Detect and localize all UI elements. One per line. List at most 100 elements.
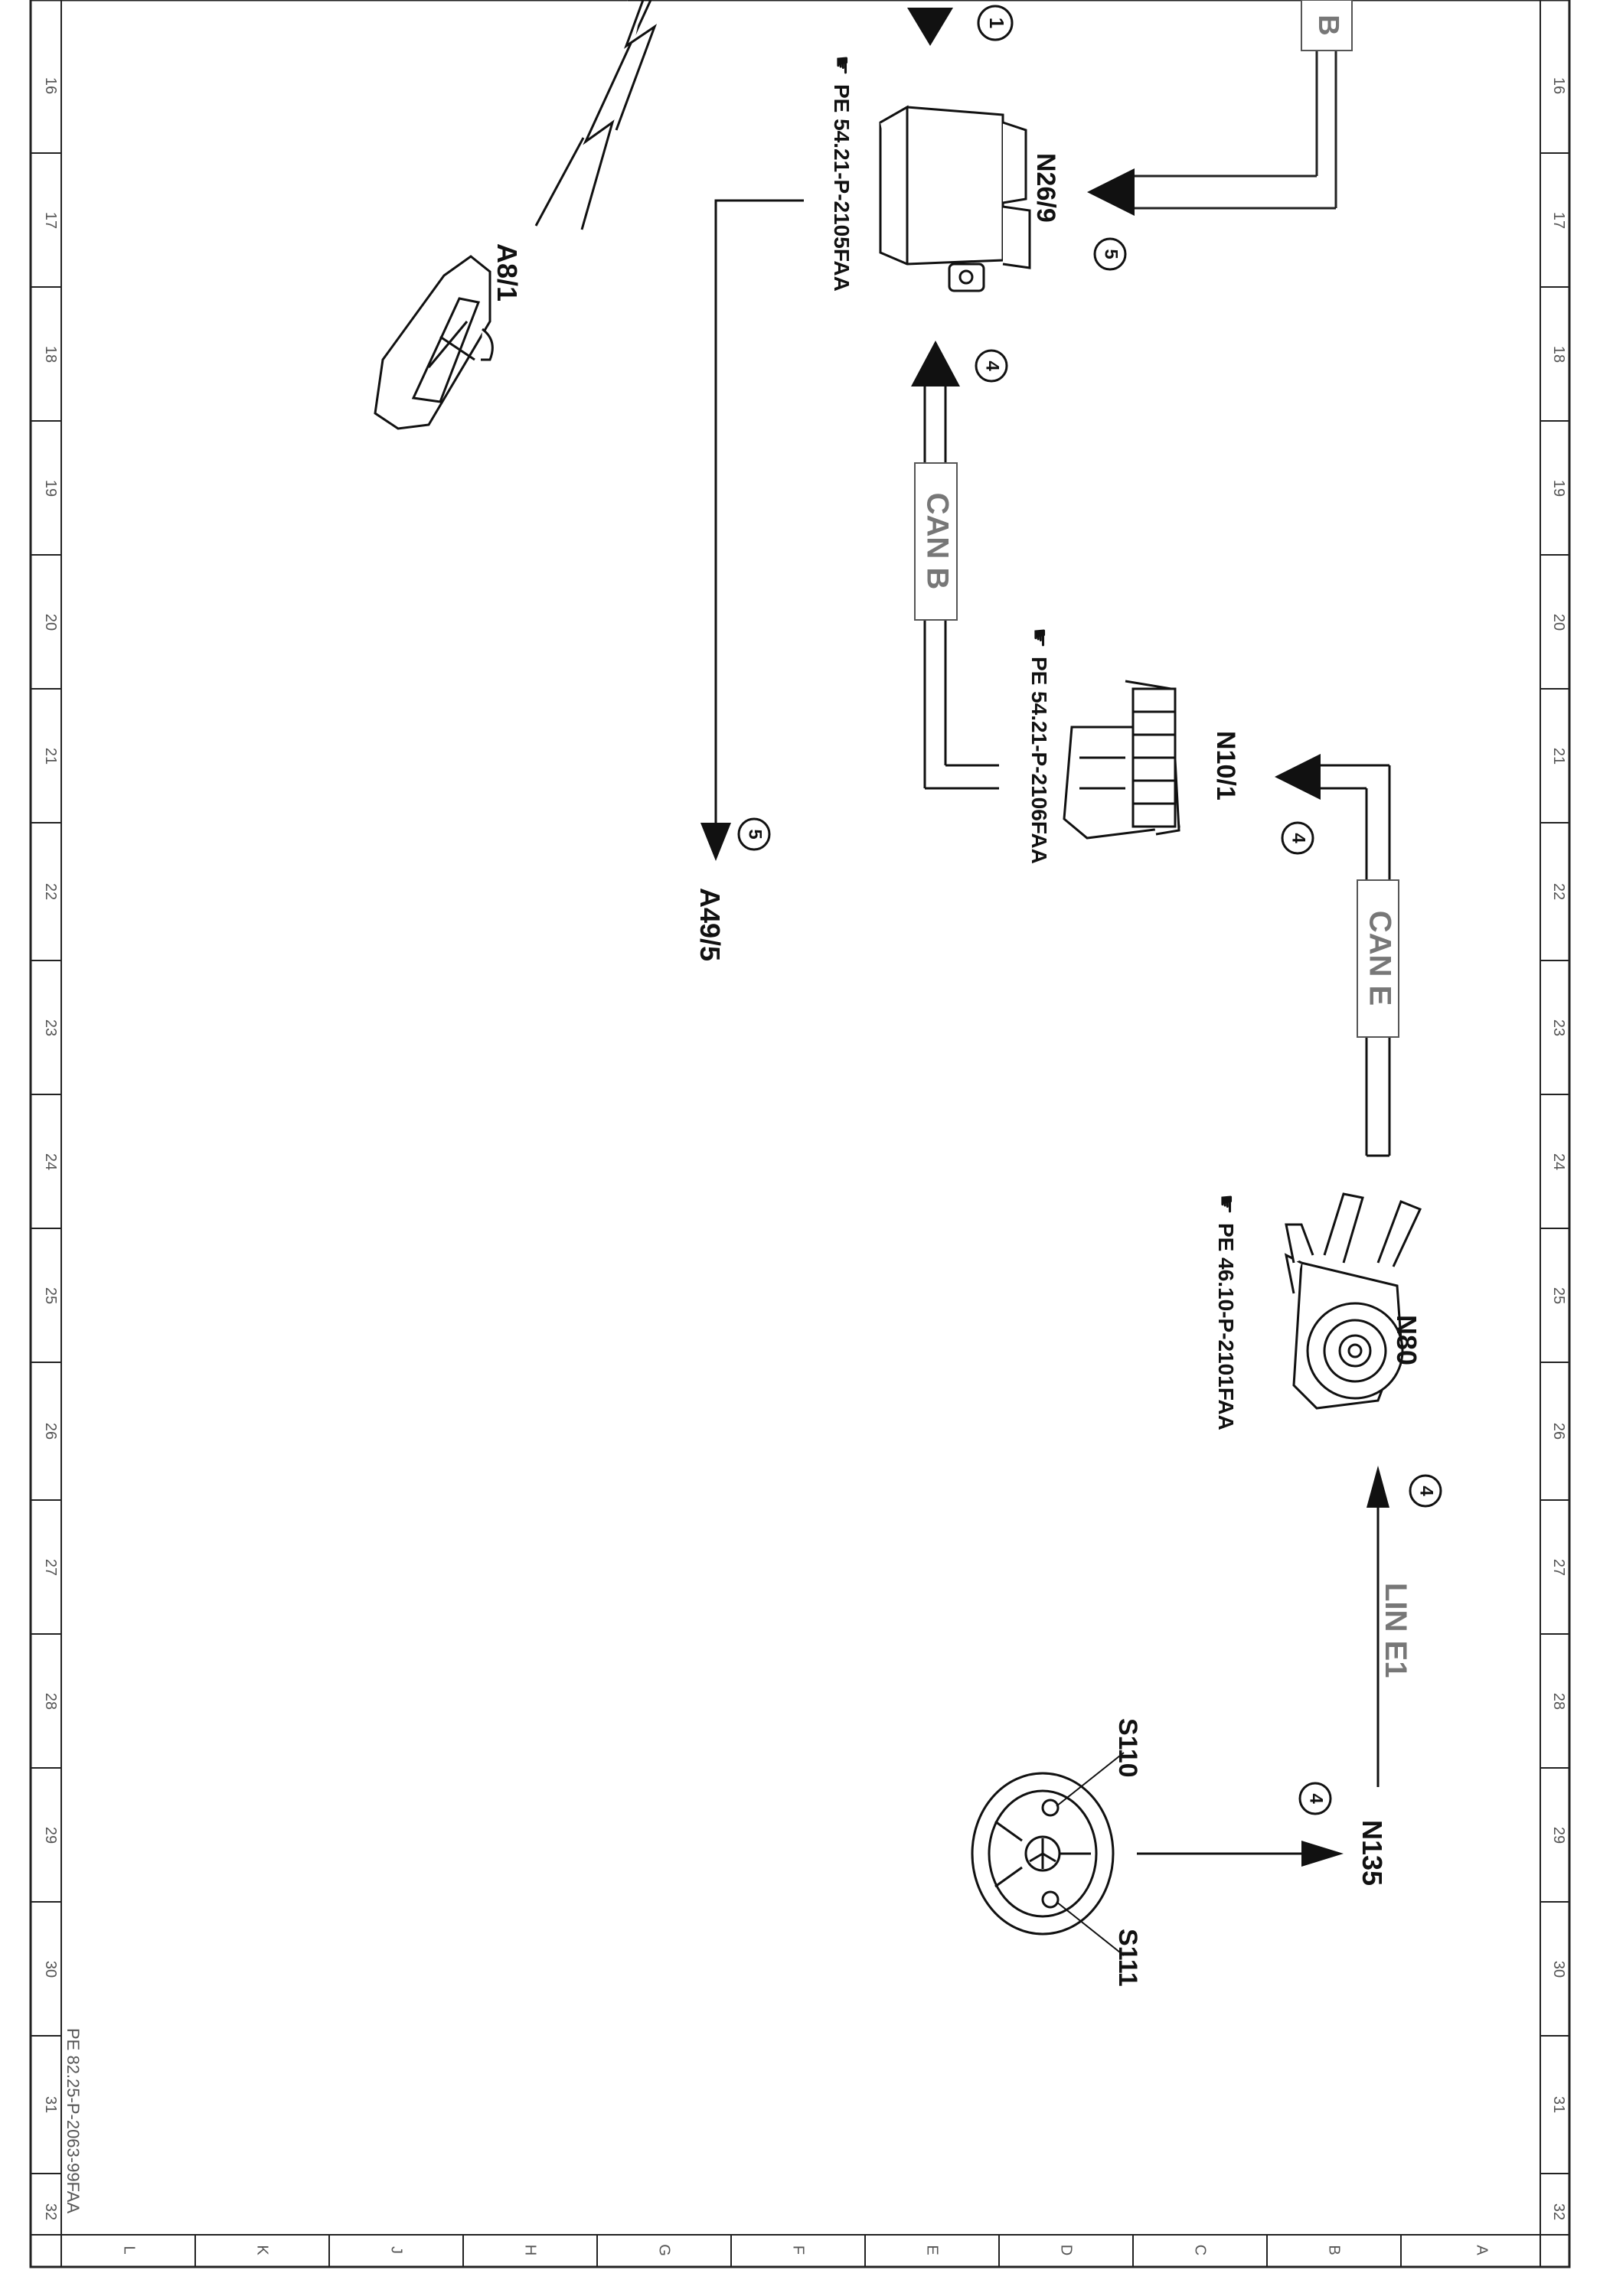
row-label-left: 21: [42, 748, 59, 765]
marker-5: 5: [745, 829, 766, 839]
can-b-top-label: B: [1312, 15, 1344, 35]
marker-circle: [977, 5, 1014, 41]
column-label: D: [1058, 2245, 1075, 2255]
marker-4: 4: [1416, 1486, 1437, 1496]
row-label-right: 16: [1550, 77, 1567, 94]
row-label-right: 26: [1550, 1423, 1567, 1440]
column-label: H: [522, 2245, 539, 2255]
row-label-left: 28: [42, 1693, 59, 1710]
row-label-left: 20: [42, 614, 59, 631]
row-label-left: 17: [42, 212, 59, 229]
row-label-right: 32: [1550, 2203, 1567, 2220]
row-label-right: 28: [1550, 1693, 1567, 1710]
column-label: J: [388, 2246, 405, 2254]
n26-9-module-icon: [879, 105, 1031, 292]
n10-1-label: N10/1: [1211, 731, 1240, 801]
row-label-right: 17: [1550, 212, 1567, 229]
arrow-to-n26-9-from-can-b: [911, 341, 960, 386]
row-label-right: 21: [1550, 748, 1567, 765]
a49-5-label: A49/5: [694, 888, 726, 961]
marker-circle: [1281, 821, 1314, 855]
s110-leader: [1056, 1752, 1125, 1807]
n26-9-label: N26/9: [1031, 153, 1060, 223]
a8-1-label: A8/1: [491, 243, 523, 302]
marker-4: 4: [1306, 1793, 1327, 1804]
row-label-left: 23: [42, 1019, 59, 1036]
row-label-left: 30: [42, 1961, 59, 1978]
can-b-tag: [914, 462, 958, 621]
marker-circle: [737, 817, 771, 851]
arrow-to-n26-9: [1087, 168, 1135, 216]
marker-circle: [1093, 237, 1127, 271]
book-icon: ☛: [1027, 628, 1052, 648]
marker-4: 4: [982, 360, 1003, 371]
arrow-to-n135: [1301, 1841, 1344, 1867]
marker-circle: [1409, 1474, 1442, 1508]
column-label: B: [1326, 2245, 1343, 2255]
sheet-border: [29, 0, 1571, 2268]
s111-leader: [1056, 1901, 1125, 1956]
book-icon: ☛: [1213, 1194, 1239, 1215]
document-id: PE 82.25-P-2063-99FAA: [64, 2028, 83, 2213]
can-b-label: CAN B: [920, 493, 954, 590]
marker-circle: [1298, 1782, 1332, 1815]
steering-wheel-icon: [971, 1772, 1115, 1936]
row-label-right: 30: [1550, 1961, 1567, 1978]
row-label-right: 27: [1550, 1559, 1567, 1576]
column-label: K: [254, 2245, 271, 2255]
row-label-left: 16: [42, 77, 59, 94]
row-label-left: 22: [42, 883, 59, 900]
n10-1-reference: PE 54.21-P-2106FAA: [1027, 657, 1051, 864]
row-label-left: 29: [42, 1827, 59, 1844]
can-e-tag: [1357, 879, 1399, 1038]
row-label-left: 18: [42, 346, 59, 363]
row-label-right: 18: [1550, 346, 1567, 363]
row-label-left: 25: [42, 1287, 59, 1304]
column-label: E: [924, 2245, 941, 2255]
n26-9-reference: PE 54.21-P-2105FAA: [830, 84, 854, 292]
row-label-left: 31: [42, 2096, 59, 2113]
n80-steering-column-icon: [1284, 1192, 1422, 1410]
book-icon: ☛: [829, 55, 854, 76]
arrow-to-a49-5: [700, 823, 731, 861]
row-label-right: 31: [1550, 2096, 1567, 2113]
column-label: F: [790, 2245, 807, 2255]
marker-circle: [975, 349, 1008, 383]
arrow-to-n80: [1367, 1466, 1389, 1508]
column-label: A: [1474, 2245, 1491, 2255]
column-ticks: [194, 2235, 1402, 2267]
row-label-right: 22: [1550, 883, 1567, 900]
lin-e1-label: LIN E1: [1379, 1583, 1412, 1678]
row-label-right: 23: [1550, 1019, 1567, 1036]
arrow-down-marker: [907, 8, 953, 46]
column-label: C: [1192, 2245, 1209, 2255]
column-label: L: [121, 2245, 138, 2254]
n80-label: N80: [1391, 1315, 1422, 1365]
row-label-right: 29: [1550, 1827, 1567, 1844]
n135-label: N135: [1357, 1820, 1388, 1886]
row-label-left: 27: [42, 1559, 59, 1576]
key-fob-icon: [374, 0, 658, 430]
row-label-left: 32: [42, 2203, 59, 2220]
row-label-left: 26: [42, 1423, 59, 1440]
s110-label: S110: [1113, 1718, 1142, 1778]
marker-5: 5: [1101, 249, 1122, 259]
row-ticks: [31, 152, 1569, 2174]
row-label-right: 20: [1550, 614, 1567, 631]
row-label-left: 19: [42, 480, 59, 497]
can-b-top-bus: B: [1133, 0, 1353, 210]
n10-1-module-icon: [1063, 680, 1180, 840]
column-label: G: [656, 2244, 673, 2256]
row-label-right: 25: [1550, 1287, 1567, 1304]
row-label-right: 19: [1550, 480, 1567, 497]
n80-reference: PE 46.10-P-2101FAA: [1214, 1223, 1238, 1430]
s111-label: S111: [1113, 1929, 1142, 1987]
can-e-label: CAN E: [1363, 911, 1396, 1006]
row-label-left: 24: [42, 1153, 59, 1170]
marker-1: 1: [985, 18, 1008, 28]
arrow-to-n10-1: [1275, 754, 1321, 800]
row-label-right: 24: [1550, 1153, 1567, 1170]
marker-4: 4: [1288, 833, 1309, 843]
wire-to-a49-5: [714, 199, 804, 823]
